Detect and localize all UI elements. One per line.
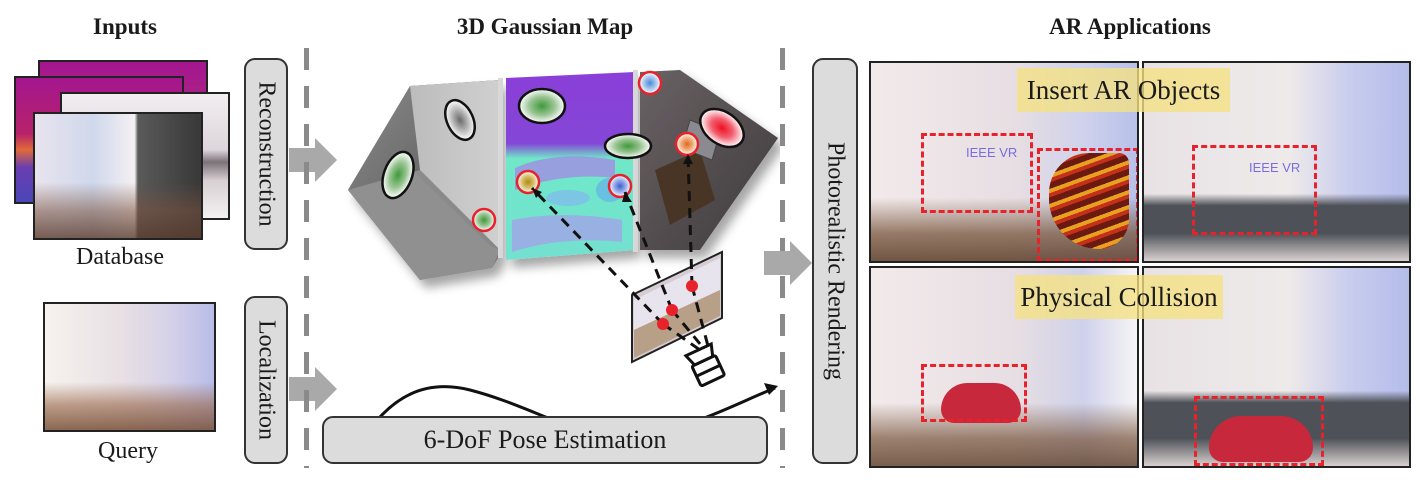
collision-highlight: [1194, 396, 1324, 466]
rendering-stage: Photorealistic Rendering: [812, 58, 858, 464]
ar-object-highlight: [1037, 148, 1137, 261]
ar-object-highlight: [921, 133, 1033, 213]
right-arrow-icon: [289, 138, 337, 182]
map-heading: 3D Gaussian Map: [456, 14, 634, 39]
panel-separator: [498, 78, 503, 258]
collision-highlight: [921, 364, 1027, 422]
database-rgb-front: [33, 112, 203, 240]
pose-estimation-stage: 6-DoF Pose Estimation: [322, 416, 768, 464]
physical-collision-label: Physical Collision: [1015, 275, 1223, 319]
reconstruction-stage: Reconstruction: [244, 58, 288, 250]
ar-collision-view-1: [869, 266, 1139, 468]
keypoints: [657, 280, 698, 330]
ray-arrowheads: [532, 154, 693, 202]
watermark: IEEE VR: [1249, 160, 1301, 175]
panel-separator: [633, 70, 638, 252]
patterned-pillow: [1049, 153, 1129, 249]
query-image: [43, 302, 216, 432]
red-cloth-object: [941, 383, 1021, 423]
localization-label: Localization: [253, 320, 280, 440]
right-arrow-icon: [289, 367, 337, 411]
rendering-label: Photorealistic Rendering: [822, 142, 849, 380]
database-label: Database: [76, 244, 164, 270]
insert-ar-objects-label: Insert AR Objects: [1017, 68, 1230, 112]
ar-object-highlight: [1192, 145, 1317, 235]
watermark: IEEE VR: [966, 145, 1018, 160]
right-arrow-icon: [764, 241, 812, 285]
query-label: Query: [98, 438, 158, 464]
inputs-heading: Inputs: [93, 14, 157, 39]
red-cloth-object: [1209, 416, 1313, 462]
projection-rays: [530, 153, 710, 352]
reconstruction-label: Reconstruction: [253, 81, 280, 227]
ar-heading: AR Applications: [1049, 14, 1211, 39]
mesh-panel: [348, 80, 500, 280]
pose-estimation-label: 6-DoF Pose Estimation: [423, 425, 667, 454]
section-divider-left: [304, 48, 309, 468]
gaussian-ellipse-icon: [381, 70, 745, 233]
gaussian-map-diagram: [348, 70, 778, 453]
localization-stage: Localization: [244, 296, 288, 464]
camera-icon: [683, 341, 726, 388]
rgb-panel: [640, 70, 778, 250]
trajectory-arrowhead: [764, 383, 778, 395]
